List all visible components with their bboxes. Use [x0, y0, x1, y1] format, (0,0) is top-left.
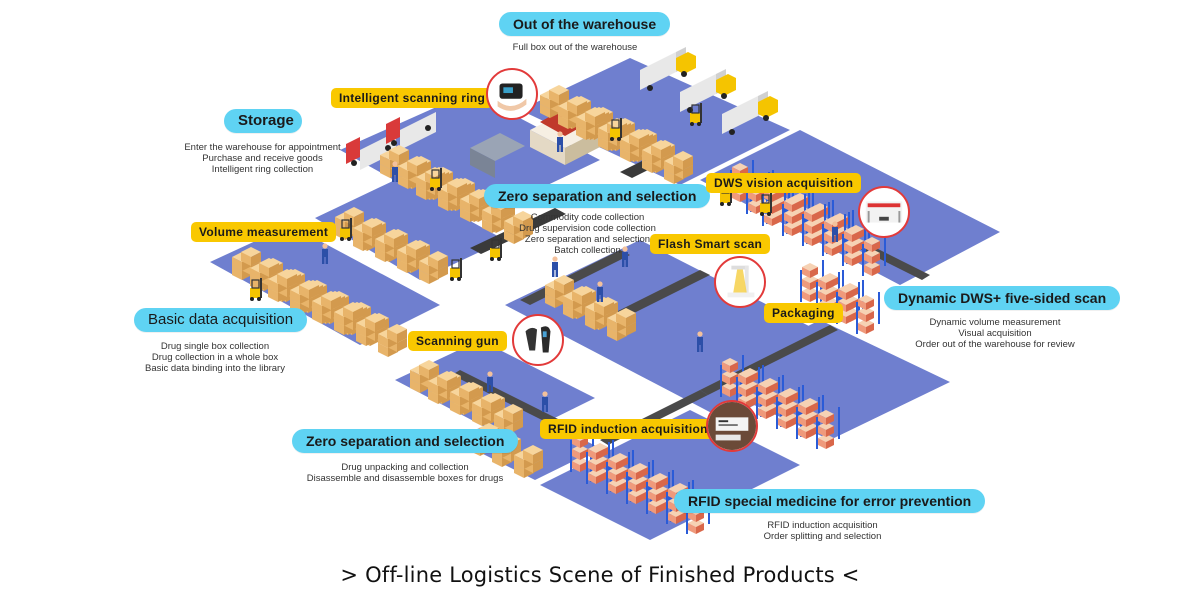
callout-packaging: Packaging: [764, 303, 843, 323]
section-title-storage: Storage: [224, 109, 302, 133]
section-desc-storage: Enter the warehouse for appointment Purc…: [184, 142, 341, 175]
section-desc-out-of-warehouse: Full box out of the warehouse: [512, 42, 638, 53]
callout-scanning-gun: Scanning gun: [408, 331, 507, 351]
floor-packaging: [700, 320, 950, 440]
floor-outbound: [520, 58, 790, 185]
section-title-basic-data: Basic data acquisition: [134, 308, 308, 332]
section-title-zero-separation-bottom: Zero separation and selection: [292, 429, 519, 453]
callout-rfid-induction-acquisition: RFID induction acquisition: [540, 419, 716, 439]
section-desc-dynamic-dws: Dynamic volume measurement Visual acquis…: [915, 317, 1075, 350]
section-desc-zero-separation-bottom: Drug unpacking and collection Disassembl…: [306, 462, 504, 484]
callout-flash-smart-scan: Flash Smart scan: [650, 234, 771, 254]
section-desc-rfid-special: RFID induction acquisition Order splitti…: [763, 520, 882, 542]
floor-dws: [700, 130, 1000, 285]
scanning-ring-icon: [486, 68, 538, 120]
callout-dws-vision-acquisition: DWS vision acquisition: [706, 173, 862, 193]
rfid-tag-icon: [706, 400, 758, 452]
section-title-dynamic-dws: Dynamic DWS+ five-sided scan: [884, 286, 1121, 310]
section-desc-basic-data: Drug single box collection Drug collecti…: [145, 341, 285, 374]
section-title-rfid-special: RFID special medicine for error preventi…: [674, 489, 986, 513]
section-desc-zero-separation-top: Commodity code collection Drug supervisi…: [519, 212, 656, 256]
floor-zero-top: [315, 180, 505, 280]
dws-camera-icon: [858, 186, 910, 238]
section-title-out-of-warehouse: Out of the warehouse: [499, 12, 671, 36]
section-title-zero-separation-top: Zero separation and selection: [484, 184, 711, 208]
flash-scanner-icon: [714, 256, 766, 308]
callout-intelligent-scanning-ring: Intelligent scanning ring: [331, 88, 494, 108]
scene-caption: > Off-line Logistics Scene of Finished P…: [340, 563, 860, 587]
callout-volume-measurement: Volume measurement: [191, 222, 337, 242]
barcode-gun-icon: [512, 314, 564, 366]
